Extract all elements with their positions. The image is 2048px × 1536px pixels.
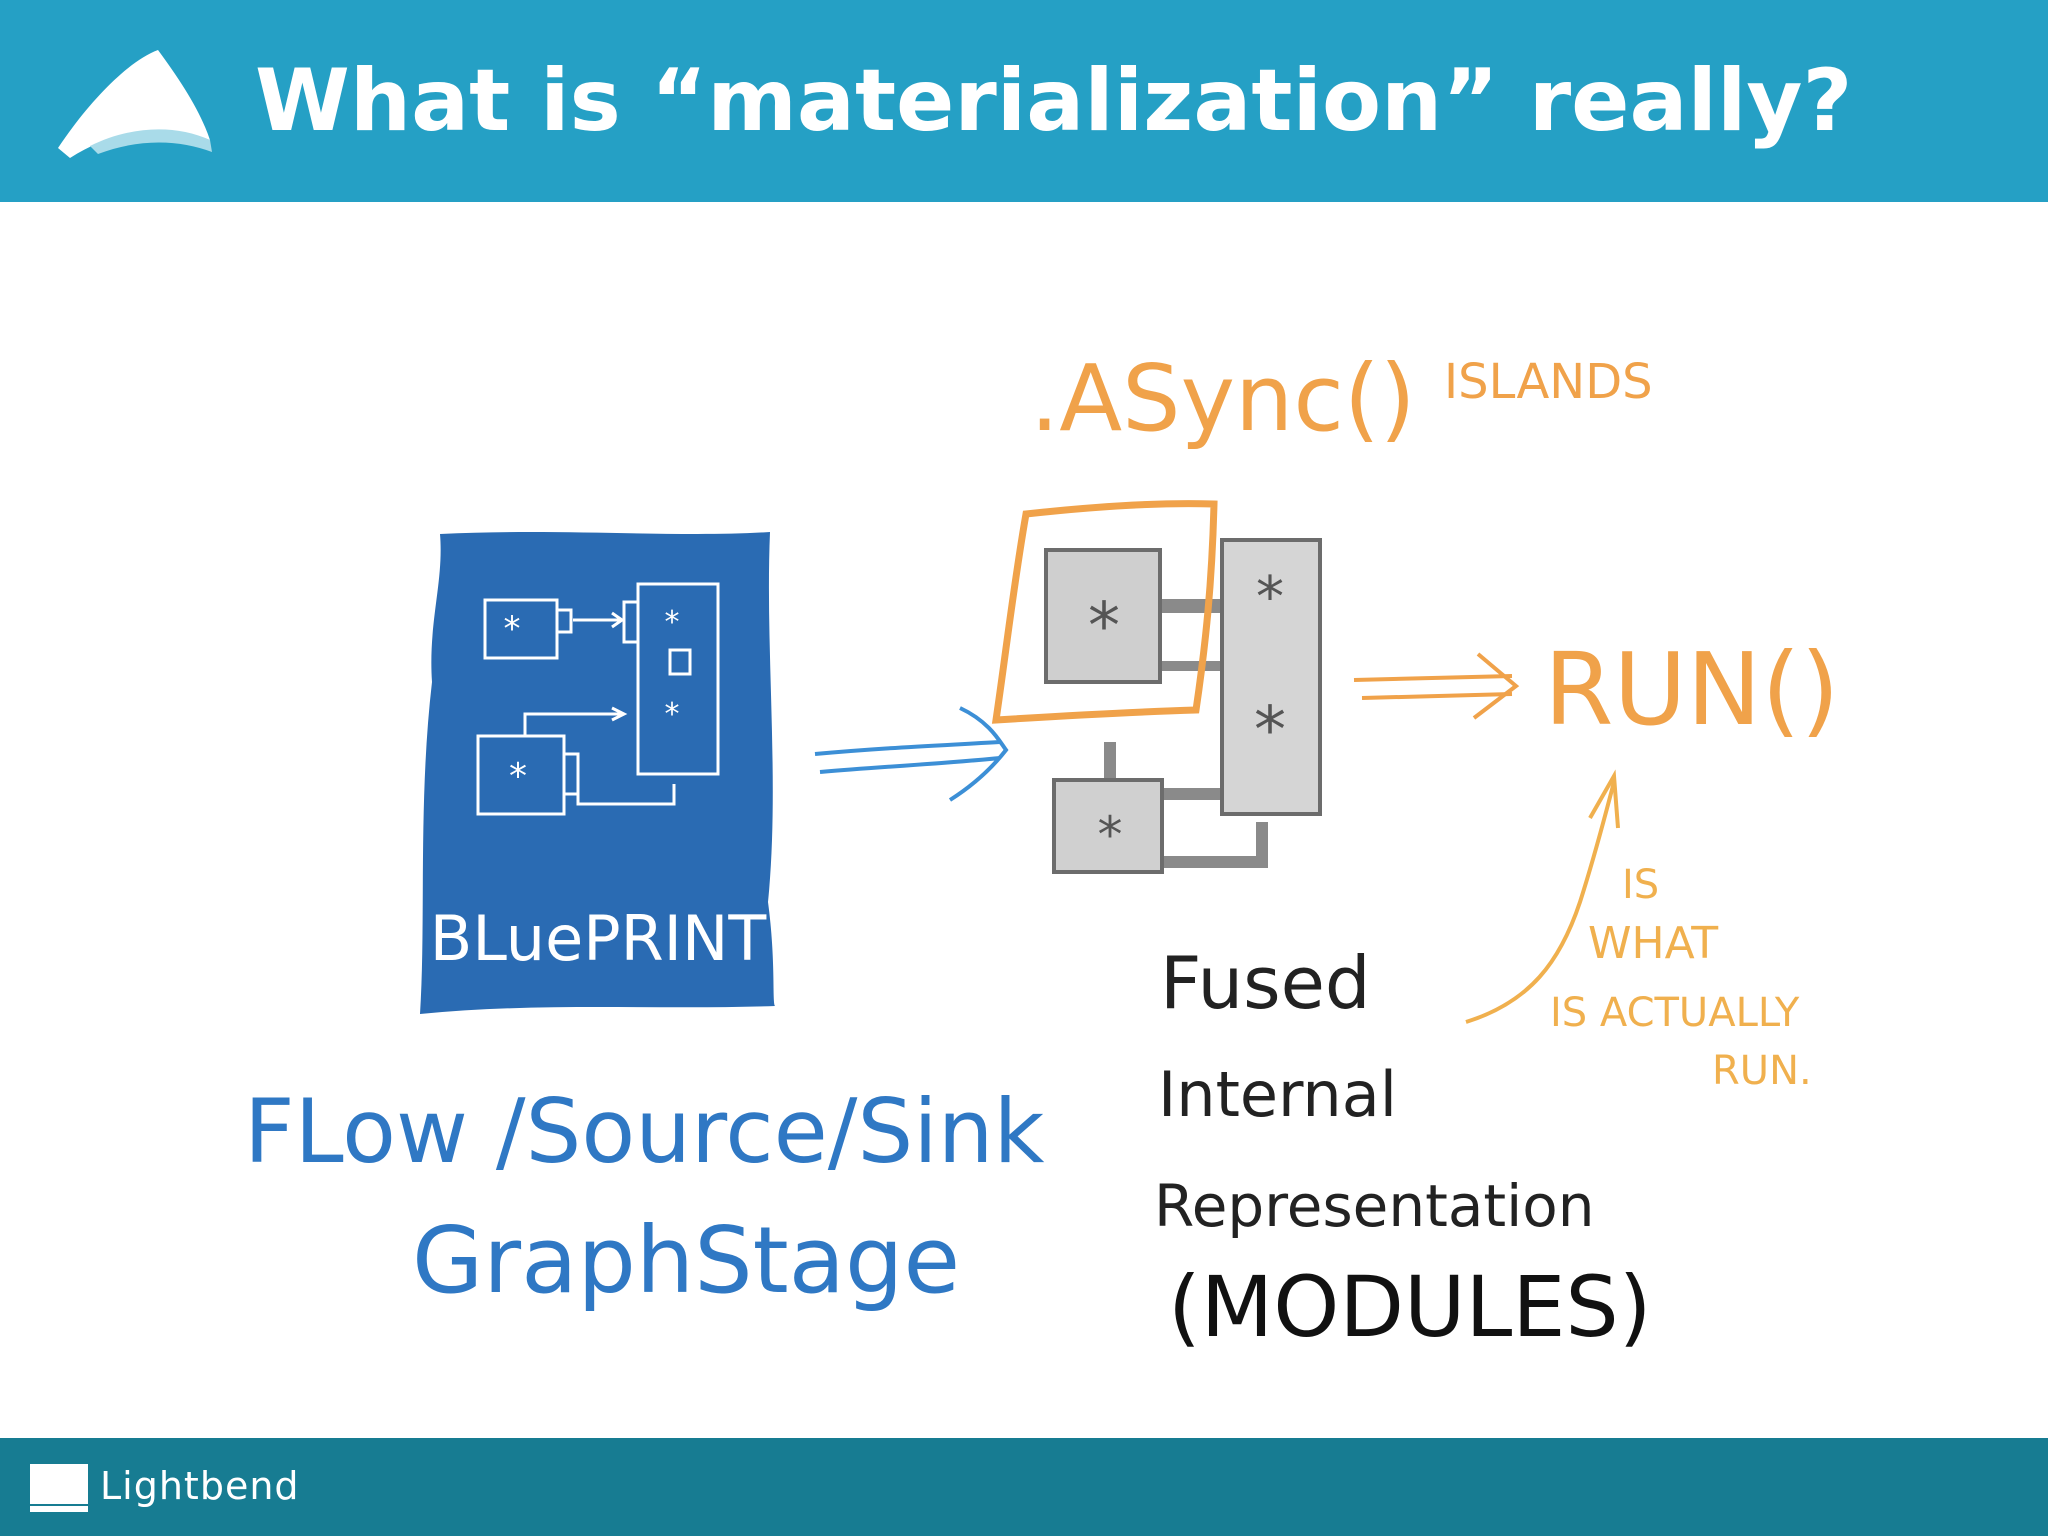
materialization-diagram: * * * * BLuePRINT * * * * .ASync() ISLAN… [244,345,1840,1356]
module-box [1220,538,1322,816]
blueprint-caption-line-2: GraphStage [412,1207,960,1314]
svg-text:*: * [504,609,521,649]
run-label: RUN() [1544,631,1840,748]
slide-title: What is “materialization” really? [255,51,1853,151]
footer-brand: Lightbend [100,1464,300,1508]
lightbend-logo-icon [30,1464,88,1512]
async-island-outline [991,500,1218,724]
svg-text:*: * [1254,694,1286,768]
blueprint-caption-line-1: FLow /Source/Sink [244,1080,1045,1183]
module-box [1052,778,1164,874]
islands-label: ISLANDS [1444,354,1653,410]
async-label: .ASync() [1030,345,1416,452]
svg-text:*: * [665,605,680,640]
svg-text:*: * [665,697,680,732]
fused-line-3: Representation [1154,1172,1595,1240]
note-line-1: IS [1622,862,1659,908]
fused-modules-graph: * * * * [991,500,1322,874]
note-line-3: IS ACTUALLY [1550,990,1800,1036]
slide-header: What is “materialization” really? [0,0,2048,202]
svg-text:*: * [1088,590,1120,664]
svg-text:*: * [1256,565,1284,630]
note-line-2: WHAT [1588,918,1718,969]
fused-line-4: (MODULES) [1168,1258,1652,1356]
fused-to-run-arrow-icon [1353,652,1520,720]
blueprint-to-fused-arrow-icon [814,706,1009,802]
actually-run-arrow-icon [1465,769,1620,1024]
blueprint-label: BLuePRINT [430,902,768,975]
blueprint-sheet: * * * * BLuePRINT [420,532,775,1014]
lightbend-arc-logo-icon [58,50,212,158]
fused-line-2: Internal [1158,1058,1397,1131]
note-line-4: RUN. [1712,1048,1812,1094]
slide-footer: Lightbend [0,1438,2048,1536]
blueprint-sketch: * * * * [476,582,720,816]
fused-line-1: Fused [1160,941,1371,1025]
svg-text:*: * [509,756,527,797]
module-box [1044,548,1162,684]
svg-text:*: * [1098,806,1123,864]
